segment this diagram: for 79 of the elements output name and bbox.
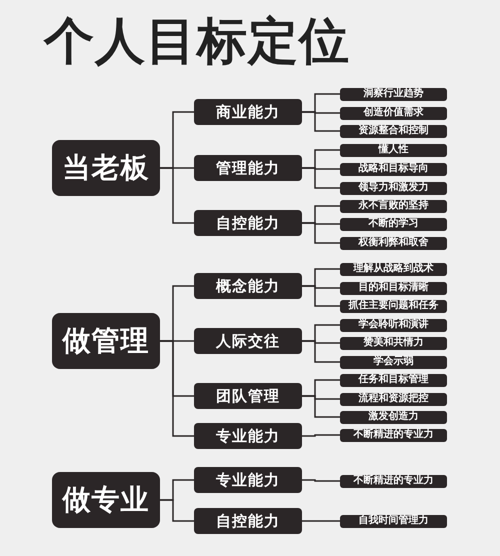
connector-line [302, 285, 340, 307]
ability-box [194, 423, 302, 449]
skill-box [340, 410, 447, 424]
skill-box [340, 262, 447, 276]
node-label: 自控能力 [216, 214, 280, 232]
connector-line [302, 479, 340, 482]
skill-box [340, 374, 447, 386]
node-label: 做管理 [62, 324, 150, 358]
skill-box [340, 282, 447, 294]
node-label: 团队管理 [216, 387, 280, 405]
skill-box [340, 236, 447, 250]
node-label: 做专业 [62, 483, 150, 517]
title: 个人目标定位 [44, 11, 350, 72]
node-label: 管理能力 [216, 159, 280, 177]
skill-box [340, 162, 447, 176]
ability-box [194, 99, 302, 125]
skill-box [340, 182, 447, 194]
node-label: 战略和目标导向 [358, 163, 428, 175]
node-label: 当老板 [62, 151, 150, 185]
node-label: 专业能力 [216, 427, 280, 445]
ability-box [194, 508, 302, 534]
connector-line [160, 167, 194, 224]
node-label: 懂人性 [378, 144, 408, 156]
ability-box [194, 467, 302, 493]
node-label: 赞美和共情力 [364, 337, 424, 349]
skill-box [340, 300, 447, 312]
node-label: 专业能力 [216, 471, 280, 489]
connector-line [302, 395, 340, 418]
node-label: 洞察行业趋势 [364, 88, 424, 100]
ability-box [194, 210, 302, 236]
ability-box [194, 383, 302, 409]
connector-line [160, 340, 194, 437]
node-label: 概念能力 [216, 277, 280, 295]
role-box [52, 313, 160, 369]
connector-line [302, 520, 340, 522]
node-label: 领导力和激发力 [358, 182, 428, 194]
skill-box [340, 218, 447, 230]
skill-box [340, 88, 447, 100]
node-label: 商业能力 [216, 103, 280, 121]
node-label: 流程和资源把控 [358, 393, 428, 405]
skill-box [340, 318, 447, 332]
node-label: 不断精进的专业力 [354, 429, 434, 441]
node-label: 不断的学习 [368, 218, 418, 230]
skill-box [340, 474, 447, 488]
node-label: 抓住主要问题和任务 [348, 300, 438, 312]
ability-box [194, 328, 302, 354]
node-label: 目的和目标清晰 [358, 282, 428, 294]
skill-box [340, 144, 447, 156]
skill-box [340, 514, 447, 528]
connector-line [302, 340, 340, 363]
role-box [52, 472, 160, 528]
node-label: 权衡利弊和取舍 [358, 237, 428, 249]
node-label: 人际交往 [216, 332, 280, 350]
connector-line [160, 499, 194, 522]
node-label: 激发创造力 [368, 411, 418, 423]
connector-line [302, 434, 340, 437]
node-label: 创造价值需求 [364, 107, 424, 119]
connector-line [302, 167, 340, 189]
skill-box [340, 336, 447, 350]
ability-box [194, 155, 302, 181]
skill-box [340, 106, 447, 120]
skill-box [340, 124, 447, 138]
node-label: 理解从战略到战术 [354, 263, 434, 275]
node-label: 永不言败的坚持 [358, 200, 428, 212]
node-label: 学会示弱 [374, 356, 414, 368]
node-label: 自控能力 [216, 512, 280, 530]
node-label: 资源整合和控制 [358, 125, 428, 137]
node-label: 学会聆听和演讲 [358, 319, 428, 331]
skill-box [340, 356, 447, 368]
role-box [52, 140, 160, 196]
ability-box [194, 273, 302, 299]
connector-line [302, 222, 340, 244]
node-label: 任务和目标管理 [358, 374, 428, 386]
connector-line [302, 111, 340, 132]
node-label: 不断精进的专业力 [354, 475, 434, 487]
skill-box [340, 392, 447, 406]
skill-box [340, 200, 447, 212]
skill-box [340, 428, 447, 442]
node-label: 自我时间管理力 [358, 515, 428, 527]
